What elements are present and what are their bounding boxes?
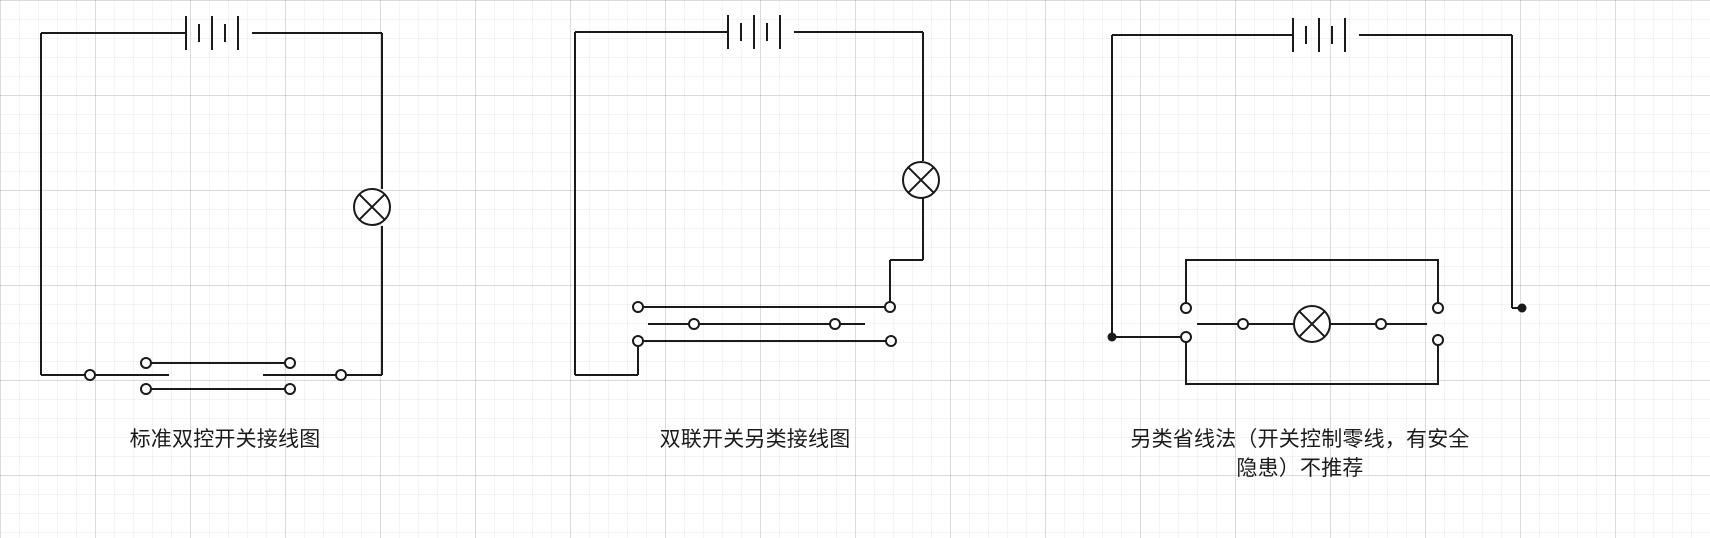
lamp-symbol-1 [353, 188, 391, 226]
traveler-middle-2 [648, 318, 865, 330]
switch-terminal-lower-left-3 [1180, 331, 1192, 343]
traveler-lower-1 [140, 383, 296, 395]
switch-pivot-right-3 [1375, 318, 1387, 330]
wire-upper-bridge-3 [1185, 259, 1439, 305]
caption-wire-saving: 另类省线法（开关控制零线，有安全隐患）不推荐 [1130, 428, 1470, 480]
switch-terminal-common-left-1 [84, 369, 96, 381]
diagram-standard-two-way-switch [40, 15, 391, 395]
switch-terminal-lower-right-3 [1432, 334, 1444, 346]
diagram-double-gang-alternate [574, 14, 940, 376]
diagram-wire-saving [1107, 17, 1527, 385]
switch-terminal-common-right-1 [335, 369, 347, 381]
junction-dot-3 [1107, 332, 1117, 342]
wire-lower-bridge-3 [1185, 340, 1439, 385]
live-terminal-dot-3 [1517, 303, 1527, 313]
battery-symbol-3 [1292, 17, 1346, 53]
switch-terminal-upper-right-3 [1432, 302, 1444, 314]
battery-symbol-2 [727, 14, 781, 50]
lamp-symbol-3 [1293, 305, 1331, 343]
two-way-switch-left-1 [84, 369, 169, 381]
caption-double-gang-alternate: 双联开关另类接线图 [659, 428, 851, 451]
traveler-upper-2 [632, 301, 896, 313]
caption-standard-two-way-switch: 标准双控开关接线图 [129, 428, 321, 451]
traveler-lower-2 [632, 335, 897, 347]
switch-pivot-left-3 [1237, 318, 1249, 330]
two-way-switch-right-1 [263, 369, 347, 381]
battery-symbol-1 [185, 15, 239, 51]
lamp-symbol-2 [902, 161, 940, 199]
switch-terminal-upper-left-3 [1180, 302, 1192, 314]
traveler-upper-1 [140, 357, 296, 369]
